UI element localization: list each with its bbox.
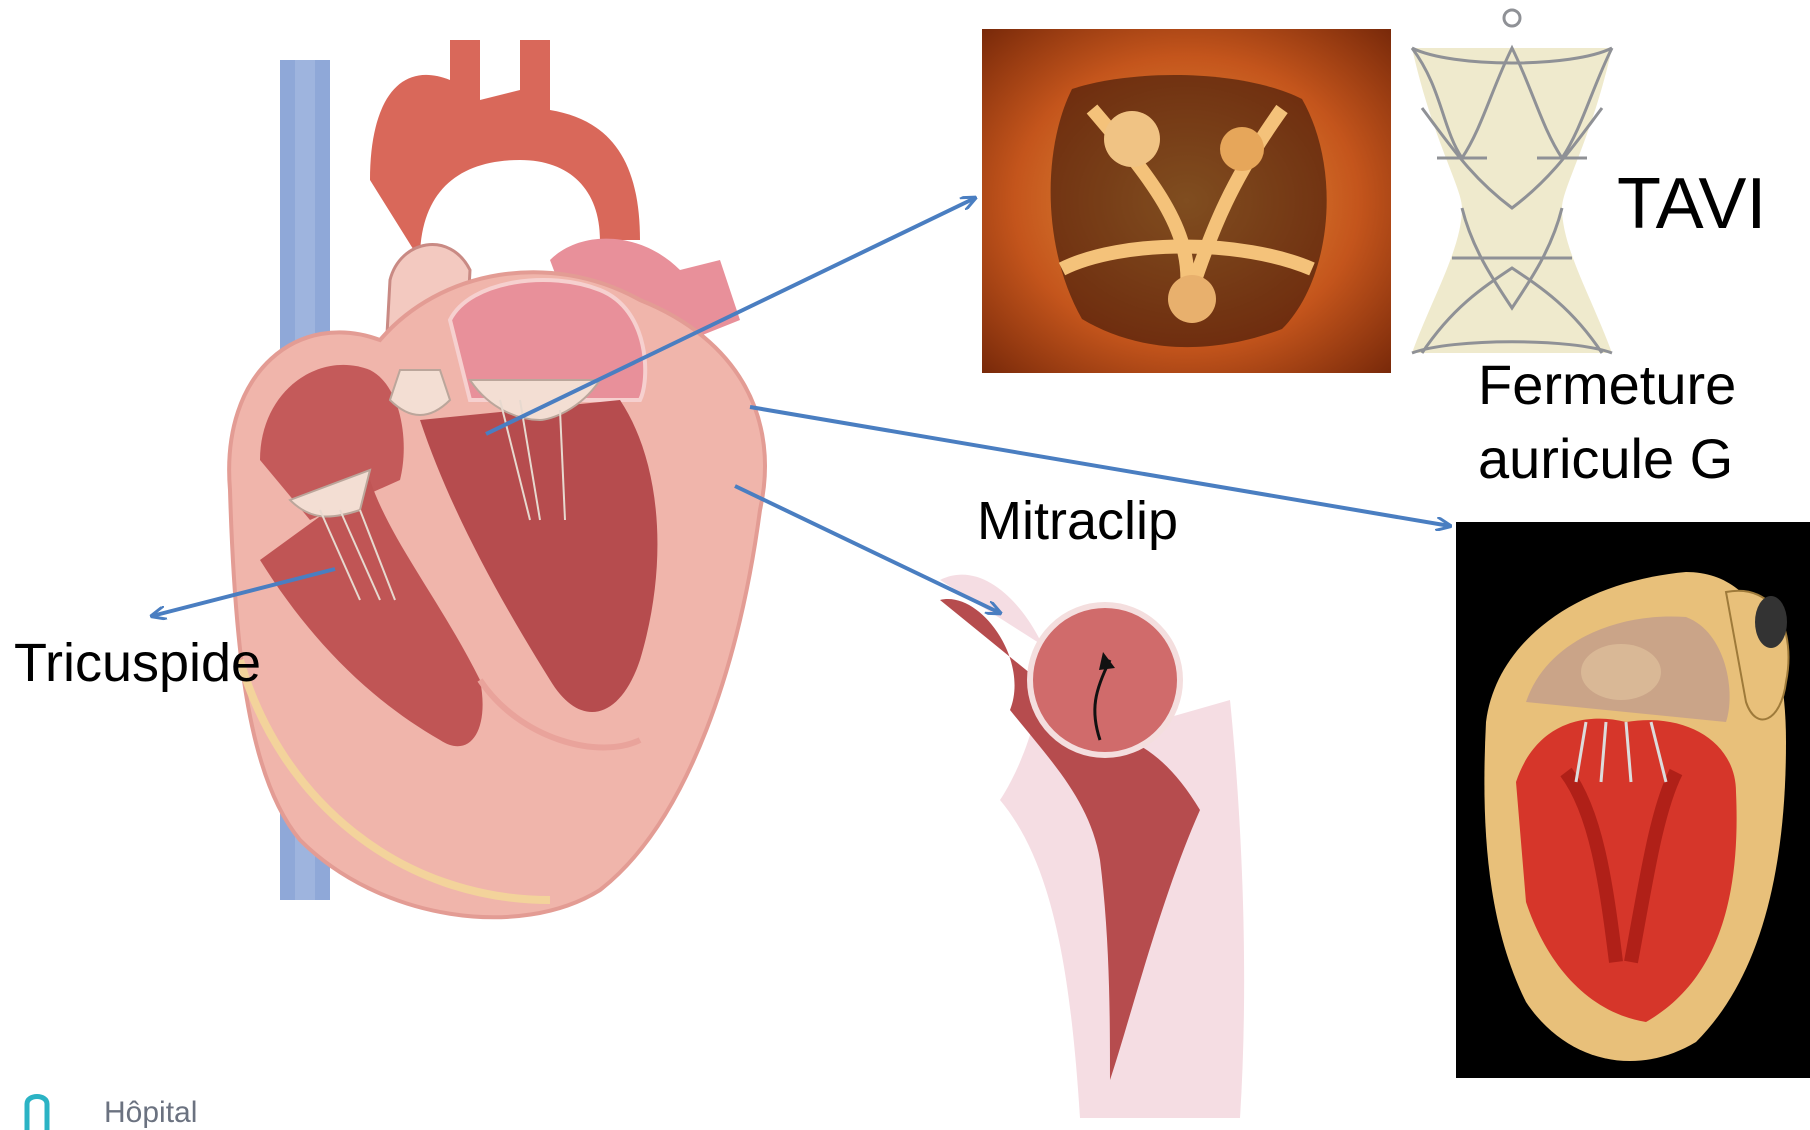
tavi-stent-image <box>1392 8 1632 360</box>
label-mitraclip: Mitraclip <box>977 494 1178 548</box>
aortic-stenosis-photo <box>982 29 1391 373</box>
label-fermeture-auricule: Fermeture auricule G <box>1478 348 1736 496</box>
label-tricuspide: Tricuspide <box>14 636 261 690</box>
mitral-valve-illustration <box>920 540 1298 1118</box>
label-fermeture-line2: auricule G <box>1478 427 1733 490</box>
hospital-logo-icon <box>22 1090 52 1130</box>
footer-hospital-text: Hôpital <box>104 1096 197 1130</box>
label-fermeture-line1: Fermeture <box>1478 353 1736 416</box>
left-atrial-appendage-illustration <box>1456 522 1810 1078</box>
heart-cross-section-illustration <box>220 40 870 940</box>
label-tavi: TAVI <box>1617 168 1766 240</box>
